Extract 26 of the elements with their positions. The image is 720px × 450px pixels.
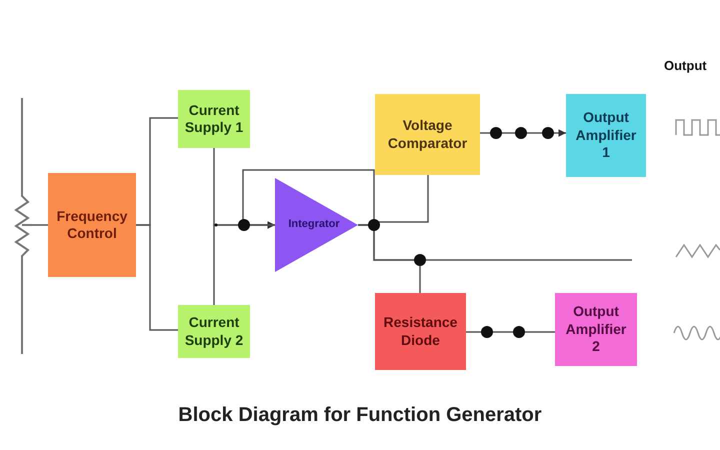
process-box — [375, 94, 480, 175]
arrow — [480, 129, 566, 137]
node-label: Frequency Control — [56, 208, 128, 242]
wire — [242, 169, 375, 226]
process-box — [48, 173, 136, 277]
wire — [32, 224, 48, 226]
arrow — [213, 221, 275, 305]
process-box — [375, 293, 466, 370]
node-label: Integrator — [287, 218, 341, 232]
node-label: Resistance Diode — [382, 314, 458, 349]
node-label: Output Amplifier 2 — [564, 303, 628, 356]
node-label: Current Supply 1 — [184, 102, 244, 136]
process-box — [178, 90, 250, 148]
diagram-title: Block Diagram for Function Generator — [177, 404, 543, 427]
resistor-symbol — [12, 98, 32, 354]
node-label: Current Supply 2 — [184, 314, 244, 349]
wire — [466, 331, 555, 333]
node-label: Output Amplifier 1 — [574, 109, 638, 162]
process-box — [566, 94, 646, 177]
wire — [358, 224, 421, 293]
integrator-triangle — [275, 178, 358, 272]
process-box — [178, 305, 250, 358]
output-heading: Output — [664, 58, 707, 73]
process-box — [555, 293, 637, 366]
wire — [136, 224, 178, 331]
node-label: Voltage Comparator — [386, 117, 468, 152]
